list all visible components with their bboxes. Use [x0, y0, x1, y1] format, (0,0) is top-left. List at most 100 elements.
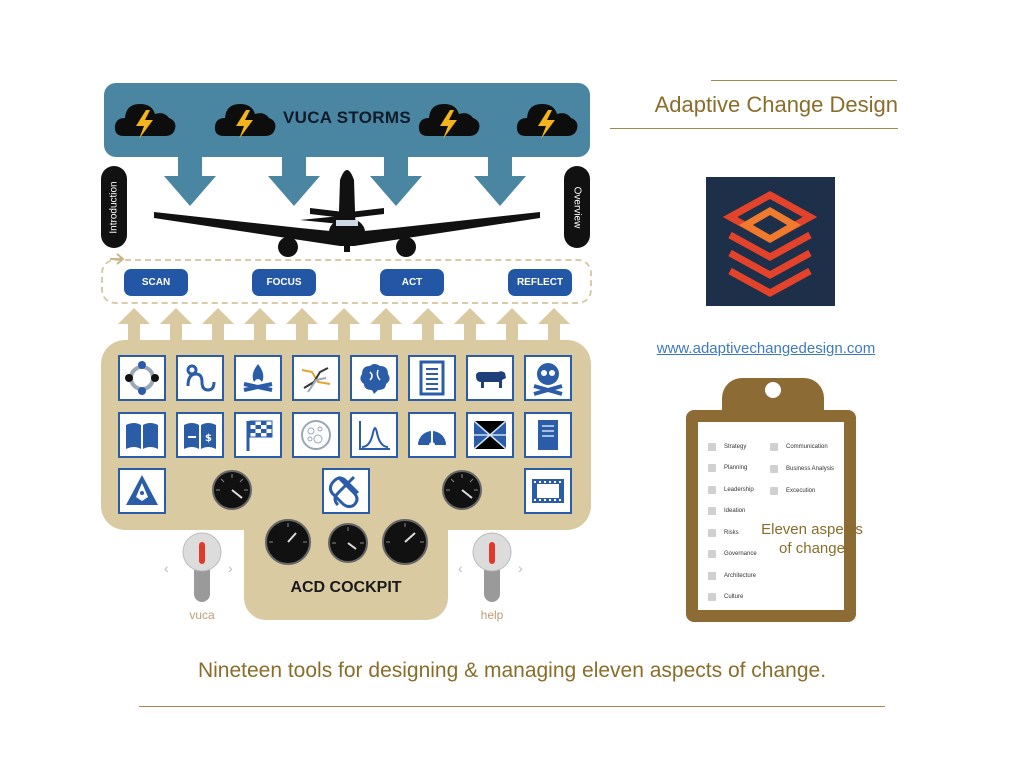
- tool-gauge-tile[interactable]: [408, 412, 456, 458]
- bull-icon: [476, 371, 506, 388]
- brand-title: Adaptive Change Design: [654, 92, 898, 117]
- dial-knob[interactable]: [265, 519, 311, 565]
- chevron-left-icon[interactable]: ‹: [458, 560, 463, 576]
- checkbox-icon: [708, 571, 716, 580]
- down-arrow-icon: [474, 154, 526, 206]
- introduction-pill[interactable]: Introduction: [101, 166, 127, 248]
- step-focus-button[interactable]: FOCUS: [252, 269, 316, 296]
- book-icon: [126, 423, 158, 449]
- checkbox-icon: [708, 464, 716, 473]
- tool-bull-tile[interactable]: [466, 355, 514, 401]
- storm-title: VUCA STORMS: [283, 108, 411, 127]
- storm-cloud-icon: [516, 104, 578, 139]
- tool-bell-curve-tile[interactable]: [350, 412, 398, 458]
- tool-skull-tile[interactable]: [524, 355, 572, 401]
- tool-perspective-tile[interactable]: [466, 412, 514, 458]
- storm-cloud-icon: [214, 104, 276, 139]
- overview-pill[interactable]: Overview: [564, 166, 590, 248]
- chevron-left-icon[interactable]: ‹: [164, 560, 169, 576]
- clipboard-paper: Strategy Planning Leadership Ideation Ri…: [698, 422, 844, 610]
- checklist-item: Risks: [708, 522, 757, 544]
- chevron-right-icon[interactable]: ›: [228, 560, 233, 576]
- footer-caption: Nineteen tools for designing & managing …: [197, 659, 827, 682]
- step-reflect-button[interactable]: REFLECT: [508, 269, 572, 296]
- vuca-toggle-switch[interactable]: [180, 532, 224, 604]
- checkbox-icon: [708, 528, 716, 537]
- checkbox-icon: [770, 487, 778, 495]
- checkbox-icon: [708, 593, 716, 602]
- tool-pen-triangle-tile[interactable]: [118, 468, 166, 514]
- checklist-item: Communication: [770, 436, 834, 458]
- checklist-item: Culture: [708, 587, 757, 609]
- tool-money-book-tile[interactable]: $: [176, 412, 224, 458]
- down-arrow-icon: [370, 154, 422, 206]
- step-act-button[interactable]: ACT: [380, 269, 444, 296]
- tool-checkered-flag-tile[interactable]: [234, 412, 282, 458]
- chevron-right-icon[interactable]: ›: [518, 560, 523, 576]
- clipboard-hole: [765, 382, 781, 398]
- airplane-icon: [154, 170, 540, 257]
- checklist-col1: Strategy Planning Leadership Ideation Ri…: [708, 436, 757, 608]
- bell-curve-icon: [359, 421, 390, 450]
- checkbox-icon: [708, 485, 716, 494]
- up-arrows: [118, 308, 570, 342]
- checkbox-icon: [708, 442, 716, 451]
- petri-dish-icon: [301, 420, 331, 450]
- pen-triangle-icon: [126, 475, 158, 505]
- storm-cloud-icon: [114, 104, 176, 139]
- gauge-icon: [418, 429, 446, 448]
- header-rule-top: [711, 80, 897, 81]
- layered-box-logo-icon: [722, 191, 818, 297]
- overview-label: Overview: [571, 186, 583, 228]
- tool-brain-tile[interactable]: [350, 355, 398, 401]
- tool-knot-tile[interactable]: [322, 468, 370, 514]
- cockpit-label: ACD COCKPIT: [290, 579, 402, 596]
- tool-cycle-tile[interactable]: [118, 355, 166, 401]
- flow-map-icon: [299, 361, 333, 395]
- checklist-item: Governance: [708, 544, 757, 566]
- tool-document-tile[interactable]: [408, 355, 456, 401]
- checklist-col2: Communication Business Analysis Excecuti…: [770, 436, 834, 502]
- cycle-icon: [125, 361, 159, 395]
- dial-knob[interactable]: [328, 523, 368, 563]
- step-scan-button[interactable]: SCAN: [124, 269, 188, 296]
- checklist-item: Business Analysis: [770, 458, 834, 480]
- campfire-icon: [243, 364, 273, 392]
- tool-flow-map-tile[interactable]: [292, 355, 340, 401]
- process-loop: [101, 259, 592, 304]
- checklist-item: Excecution: [770, 480, 834, 502]
- introduction-label: Introduction: [108, 180, 120, 234]
- down-arrow-icon: [268, 154, 320, 206]
- tool-book-tile[interactable]: [118, 412, 166, 458]
- help-toggle-switch[interactable]: [470, 532, 514, 604]
- clipboard-note: Eleven aspects of change: [761, 521, 863, 557]
- tool-petri-dish-tile[interactable]: [292, 412, 340, 458]
- acd-logo: [706, 177, 835, 306]
- dial-knob[interactable]: [382, 519, 428, 565]
- tool-campfire-tile[interactable]: [234, 355, 282, 401]
- footer-rule: [139, 706, 885, 707]
- tool-film-tile[interactable]: [524, 468, 572, 514]
- document-icon: [419, 360, 445, 396]
- money-book-icon: $: [184, 423, 216, 449]
- storm-cloud-icon: [418, 104, 480, 139]
- dial-knob[interactable]: [212, 470, 252, 510]
- svg-text:$: $: [205, 433, 212, 444]
- down-arrow-icon: [164, 154, 216, 206]
- notepad-icon: [538, 420, 558, 450]
- knot-icon: [328, 475, 360, 509]
- checkbox-icon: [708, 507, 716, 516]
- help-switch-label: help: [480, 608, 504, 622]
- snake-icon: [186, 364, 216, 392]
- tool-snake-tile[interactable]: [176, 355, 224, 401]
- film-icon: [532, 479, 564, 503]
- vuca-switch-label: vuca: [189, 608, 215, 622]
- storm-banner: [104, 83, 590, 157]
- loop-arrow-icon: [110, 253, 125, 265]
- tool-notepad-tile[interactable]: [524, 412, 572, 458]
- skull-icon: [533, 363, 563, 396]
- brain-icon: [360, 364, 390, 394]
- dial-knob[interactable]: [442, 470, 482, 510]
- checklist-item: Ideation: [708, 501, 757, 523]
- website-link[interactable]: www.adaptivechangedesign.com: [656, 340, 876, 357]
